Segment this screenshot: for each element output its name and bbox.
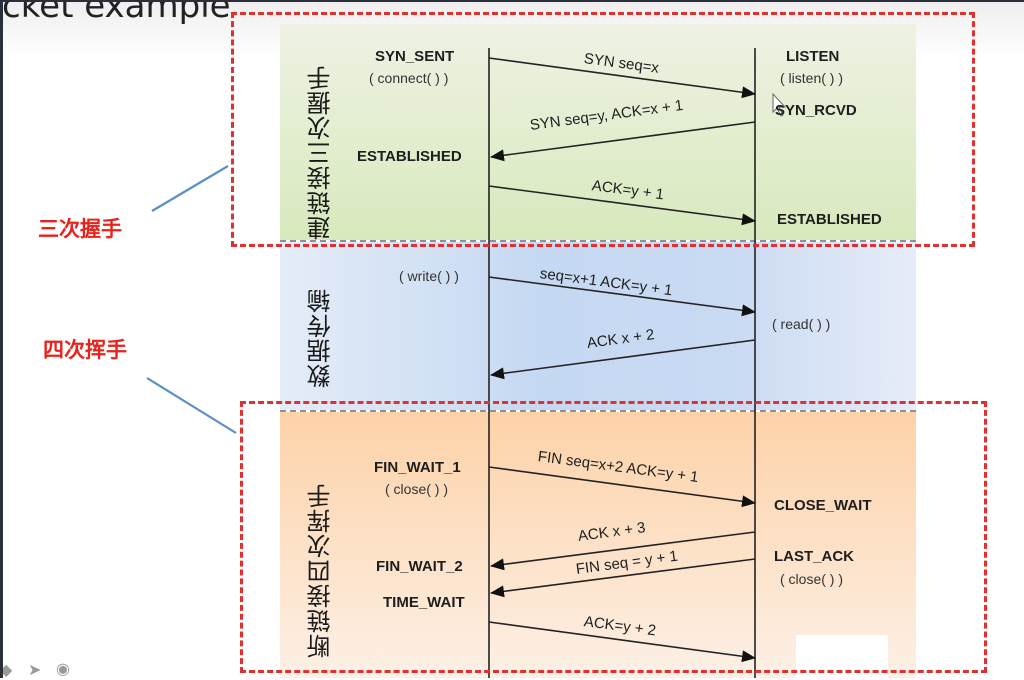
handshake-highlight-box (231, 12, 975, 247)
pen-icon[interactable]: ◆ (0, 662, 13, 679)
section-divider (280, 240, 916, 242)
annotation-three-way-handshake: 三次握手 (38, 217, 122, 241)
arrow-syn-ack (490, 121, 756, 162)
state-listen: LISTEN (786, 48, 840, 65)
target-icon[interactable]: ◉ (56, 661, 70, 678)
state-syn-sent: SYN_SENT (375, 48, 455, 65)
state-established-server: ESTABLISHED (777, 211, 882, 228)
call-listen: ( listen( ) ) (780, 70, 843, 86)
pointer-icon[interactable]: ➤ (28, 662, 42, 679)
call-connect: ( connect( ) ) (369, 70, 449, 86)
teardown-highlight-box (240, 401, 987, 673)
window-edge (0, 0, 3, 678)
window-edge (0, 0, 1024, 2)
teardown-section (280, 412, 916, 678)
state-time-wait: TIME_WAIT (383, 594, 465, 611)
arrow-syn (488, 57, 756, 99)
handshake-section (280, 24, 916, 240)
call-close-client: ( close( ) ) (385, 481, 448, 497)
arrow-data (488, 276, 756, 317)
state-last-ack: LAST_ACK (774, 548, 855, 565)
arrow-fin2 (490, 558, 756, 598)
state-fin-wait-1: FIN_WAIT_1 (374, 459, 461, 476)
mouse-cursor-icon (772, 92, 787, 117)
section-divider (280, 410, 916, 412)
annotation-four-way-wave: 四次挥手 (43, 338, 127, 362)
call-close-server: ( close( ) ) (780, 571, 843, 587)
annotation-line (146, 377, 237, 434)
state-close-wait: CLOSE_WAIT (774, 497, 872, 514)
arrow-final-ack (488, 621, 756, 663)
state-fin-wait-2: FIN_WAIT_2 (376, 558, 463, 575)
call-read: ( read( ) ) (772, 316, 831, 332)
state-established-client: ESTABLISHED (357, 148, 462, 165)
transfer-section (280, 242, 916, 410)
arrow-ack (488, 185, 756, 226)
arrow-data-ack (490, 339, 756, 380)
slide-title: cket example (2, 0, 231, 26)
arrow-fin1 (488, 466, 756, 508)
annotation-line (151, 165, 229, 212)
state-syn-rcvd: SYN_RCVD (775, 102, 857, 119)
call-write: ( write( ) ) (399, 268, 459, 284)
arrow-fin1-ack (490, 531, 756, 571)
